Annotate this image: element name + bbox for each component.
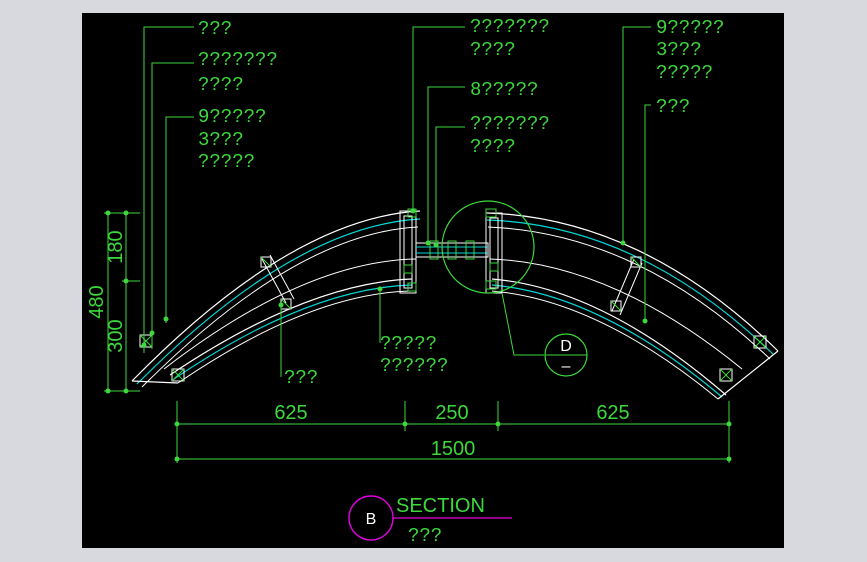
detail-sub: – <box>562 358 571 375</box>
left-arc-bench <box>131 208 421 388</box>
detail-letter: D <box>560 338 572 355</box>
section-title-block: B SECTION ??? <box>348 495 512 547</box>
horizontal-dimensions <box>176 401 730 463</box>
label-7b: 3??? <box>656 39 702 61</box>
label-3c: ????? <box>198 151 255 173</box>
label-2b: ???? <box>198 74 244 96</box>
label-3b: 3??? <box>198 129 244 151</box>
label-2a: ??????? <box>198 49 278 71</box>
section-title: SECTION <box>396 495 485 517</box>
label-10a: ????? <box>380 333 437 355</box>
label-7a: 9????? <box>656 17 724 39</box>
dim-left: 625 <box>274 402 307 424</box>
detail-callout <box>441 200 544 356</box>
label-4b: ???? <box>470 39 516 61</box>
label-6b: ???? <box>470 136 516 158</box>
dim-height-upper: 180 <box>105 230 127 263</box>
annotations: ??? ??????? ???? 9????? 3??? ????? ?????… <box>198 16 724 389</box>
label-10b: ?????? <box>380 355 448 377</box>
leader-lines <box>143 26 651 377</box>
label-9: ??? <box>284 367 318 389</box>
detail-bubble: D – <box>544 333 588 377</box>
label-8: ??? <box>656 96 690 118</box>
right-arc-bench <box>485 208 779 400</box>
label-4a: ??????? <box>470 16 550 38</box>
section-letter: B <box>366 511 377 528</box>
leader-dots <box>141 208 648 348</box>
section-drawing: ??? ??????? ???? 9????? 3??? ????? ?????… <box>86 16 779 547</box>
dimension-ticks <box>174 421 732 462</box>
dim-total: 1500 <box>431 438 476 460</box>
section-subtitle: ??? <box>408 525 442 547</box>
label-7c: ????? <box>656 62 713 84</box>
dim-right: 625 <box>596 402 629 424</box>
cad-viewport[interactable]: ??? ??????? ???? 9????? 3??? ????? ?????… <box>82 13 784 548</box>
label-3a: 9????? <box>198 106 266 128</box>
label-6a: ??????? <box>470 113 550 135</box>
label-5: 8????? <box>470 79 538 101</box>
dim-middle: 250 <box>435 402 468 424</box>
dim-height-total: 480 <box>86 285 108 318</box>
center-connector <box>415 240 489 260</box>
label-1: ??? <box>198 18 232 40</box>
vertical-dimension-ticks <box>105 210 129 394</box>
dim-height-lower: 300 <box>105 319 127 352</box>
